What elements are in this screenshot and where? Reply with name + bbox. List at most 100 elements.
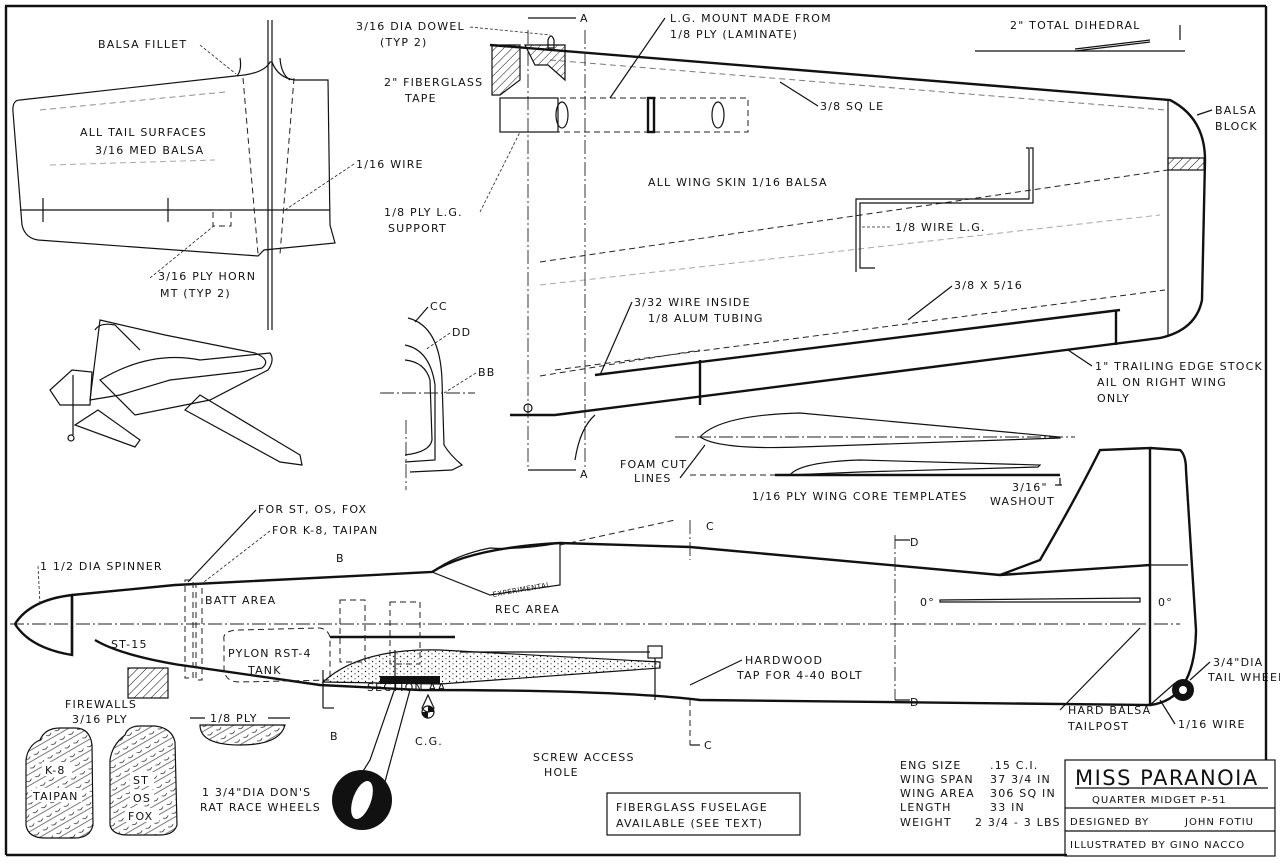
label-foam-cut: FOAM CUT — [620, 458, 687, 471]
label-ply: 1/8 PLY — [210, 712, 258, 725]
label-firewall-os: OS — [133, 792, 151, 805]
spec-label-length: LENGTH — [900, 801, 952, 814]
label-tank-2: TANK — [247, 664, 282, 677]
label-templates: 1/16 PLY WING CORE TEMPLATES — [752, 490, 968, 503]
label-wheels: 1 3/4"DIA DON'S — [202, 786, 311, 799]
label-tail-material: 3/16 MED BALSA — [95, 144, 204, 157]
spec-value-weight: 2 3/4 - 3 LBS — [975, 816, 1061, 829]
label-dihedral: 2" TOTAL DIHEDRAL — [1010, 19, 1141, 32]
label-lg-support: 1/8 PLY L.G. — [384, 206, 463, 219]
label-fiberglass: 2" FIBERGLASS — [384, 76, 483, 89]
label-tailpost: HARD BALSA — [1068, 704, 1151, 717]
label-firewall-fox: FOX — [128, 810, 153, 823]
spec-label-weight: WEIGHT — [900, 816, 952, 829]
label-section-cc: CC — [430, 300, 448, 313]
label-washout-size: 3/16" — [1012, 481, 1048, 494]
label-ply-horn: 3/16 PLY HORN — [158, 270, 256, 283]
spec-value-span: 37 3/4 IN — [990, 773, 1051, 786]
spec-label-area: WING AREA — [900, 787, 975, 800]
label-tank: PYLON RST-4 — [228, 647, 312, 660]
label-b-top: B — [336, 552, 345, 565]
label-experimental: EXPERIMENTAL — [492, 581, 551, 599]
label-firewalls-material: 3/16 PLY — [72, 713, 128, 726]
title-block: MISS PARANOIA QUARTER MIDGET P-51 DESIGN… — [1064, 759, 1276, 857]
spec-label-span: WING SPAN — [900, 773, 974, 786]
drawing-title: MISS PARANOIA — [1075, 766, 1259, 790]
label-b-bottom: B — [330, 730, 339, 743]
label-balsa-block-2: BLOCK — [1215, 120, 1258, 133]
firewall-templates: FIREWALLS 3/16 PLY K-8 TAIPAN ST OS FOX — [25, 698, 178, 839]
label-fiberglass-tape: TAPE — [404, 92, 437, 105]
label-screw-access: SCREW ACCESS — [533, 751, 635, 764]
label-tail-wheel-size: 3/4"DIA — [1213, 656, 1263, 669]
fuselage-side-view: FOR ST, OS, FOX FOR K-8, TAIPAN 1 1/2 DI… — [10, 446, 1280, 830]
label-alum-tubing: 1/8 ALUM TUBING — [648, 312, 764, 325]
sheet-border — [4, 4, 1268, 857]
label-firewalls: FIREWALLS — [65, 698, 137, 711]
label-tail-surfaces: ALL TAIL SURFACES — [80, 126, 207, 139]
drawing-subtitle: QUARTER MIDGET P-51 — [1092, 795, 1227, 806]
label-for-k8-taipan: FOR K-8, TAIPAN — [272, 524, 378, 537]
designer-name: JOHN FOTIU — [1184, 817, 1254, 828]
label-firewall-st: ST — [133, 774, 149, 787]
spec-value-length: 33 IN — [990, 801, 1025, 814]
label-d-top: D — [910, 536, 920, 549]
spec-value-engine: .15 C.I. — [990, 759, 1039, 772]
label-balsa-block: BALSA — [1215, 104, 1257, 117]
wing-core-templates: FOAM CUT LINES 1/16 PLY WING CORE TEMPLA… — [620, 412, 1075, 508]
aircraft-perspective-sketch — [49, 319, 303, 466]
stabilizer-plan-view: BALSA FILLET ALL TAIL SURFACES 3/16 MED … — [12, 20, 424, 330]
spec-value-area: 306 SQ IN — [990, 787, 1056, 800]
fiberglass-notice-box: FIBERGLASS FUSELAGE AVAILABLE (SEE TEXT) — [606, 792, 801, 836]
label-spinner: 1 1/2 DIA SPINNER — [40, 560, 163, 573]
label-tail-wire: 1/16 WIRE — [1178, 718, 1246, 731]
label-sq-le: 3/8 SQ LE — [820, 100, 884, 113]
label-c-top: C — [706, 520, 715, 533]
label-rat-race-wheels: RAT RACE WHEELS — [200, 801, 321, 814]
spec-label-engine: ENG SIZE — [900, 759, 962, 772]
label-foam-cut-lines: LINES — [634, 472, 672, 485]
label-section-a-bottom: A — [580, 468, 589, 481]
label-washout: WASHOUT — [990, 495, 1055, 508]
label-tail-wheel: TAIL WHEEL — [1207, 671, 1280, 684]
label-cg: C.G. — [415, 735, 443, 748]
label-dowel: 3/16 DIA DOWEL — [356, 20, 465, 33]
label-section-bb: BB — [478, 366, 496, 379]
designed-by-label: DESIGNED BY — [1070, 817, 1149, 828]
label-wing-skin: ALL WING SKIN 1/16 BALSA — [648, 176, 828, 189]
label-for-st-os-fox: FOR ST, OS, FOX — [258, 503, 367, 516]
wing-plan-view: 3/16 DIA DOWEL (TYP 2) A A L.G. MOUNT MA… — [356, 12, 1263, 481]
dihedral-detail — [975, 25, 1185, 52]
label-te-stock: 1" TRAILING EDGE STOCK — [1095, 360, 1263, 373]
label-tap-bolt: TAP FOR 4-40 BOLT — [736, 669, 863, 682]
label-dowel-typ: (TYP 2) — [380, 36, 428, 49]
label-section-a-top: A — [580, 12, 589, 25]
label-firewall-k8: K-8 — [45, 764, 66, 777]
label-lg-support-2: SUPPORT — [388, 222, 447, 235]
label-tail-wire: 1/16 WIRE — [356, 158, 424, 171]
label-aileron: AIL ON RIGHT WING — [1097, 376, 1227, 389]
label-c-bottom: C — [704, 739, 713, 752]
label-section-dd: DD — [452, 326, 471, 339]
label-engine: ST-15 — [111, 638, 148, 651]
cg-symbol — [421, 693, 435, 719]
illustrated-by: ILLUSTRATED BY GINO NACCO — [1070, 840, 1245, 851]
label-d-bottom: D — [910, 696, 920, 709]
label-batt-area: BATT AREA — [205, 594, 276, 607]
label-incidence-right: 0° — [1158, 596, 1173, 609]
label-screw-hole: HOLE — [544, 766, 579, 779]
label-tailpost-2: TAILPOST — [1067, 720, 1129, 733]
label-section-aa: SECTION AA — [367, 681, 446, 694]
label-rec-area: REC AREA — [495, 603, 560, 616]
label-lg-mount: L.G. MOUNT MADE FROM — [670, 12, 832, 25]
label-horn-typ: MT (TYP 2) — [160, 287, 231, 300]
label-wire-lg: 1/8 WIRE L.G. — [895, 221, 986, 234]
label-spar: 3/8 X 5/16 — [954, 279, 1023, 292]
label-hardwood: HARDWOOD — [745, 654, 823, 667]
notice-line-2: AVAILABLE (SEE TEXT) — [616, 817, 763, 830]
label-incidence-left: 0° — [920, 596, 935, 609]
specifications-table: ENG SIZE .15 C.I. WING SPAN 37 3/4 IN WI… — [900, 759, 1061, 829]
label-balsa-fillet: BALSA FILLET — [98, 38, 187, 51]
label-aileron-only: ONLY — [1097, 392, 1130, 405]
